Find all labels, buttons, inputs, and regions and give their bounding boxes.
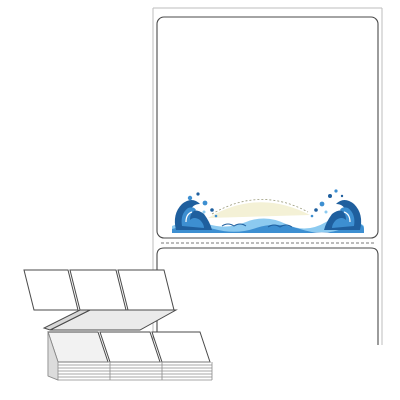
fanfold-label-stack-icon	[23, 269, 213, 381]
main-label	[156, 16, 379, 239]
next-label	[156, 247, 379, 345]
ocean-wave-icon	[172, 189, 364, 233]
